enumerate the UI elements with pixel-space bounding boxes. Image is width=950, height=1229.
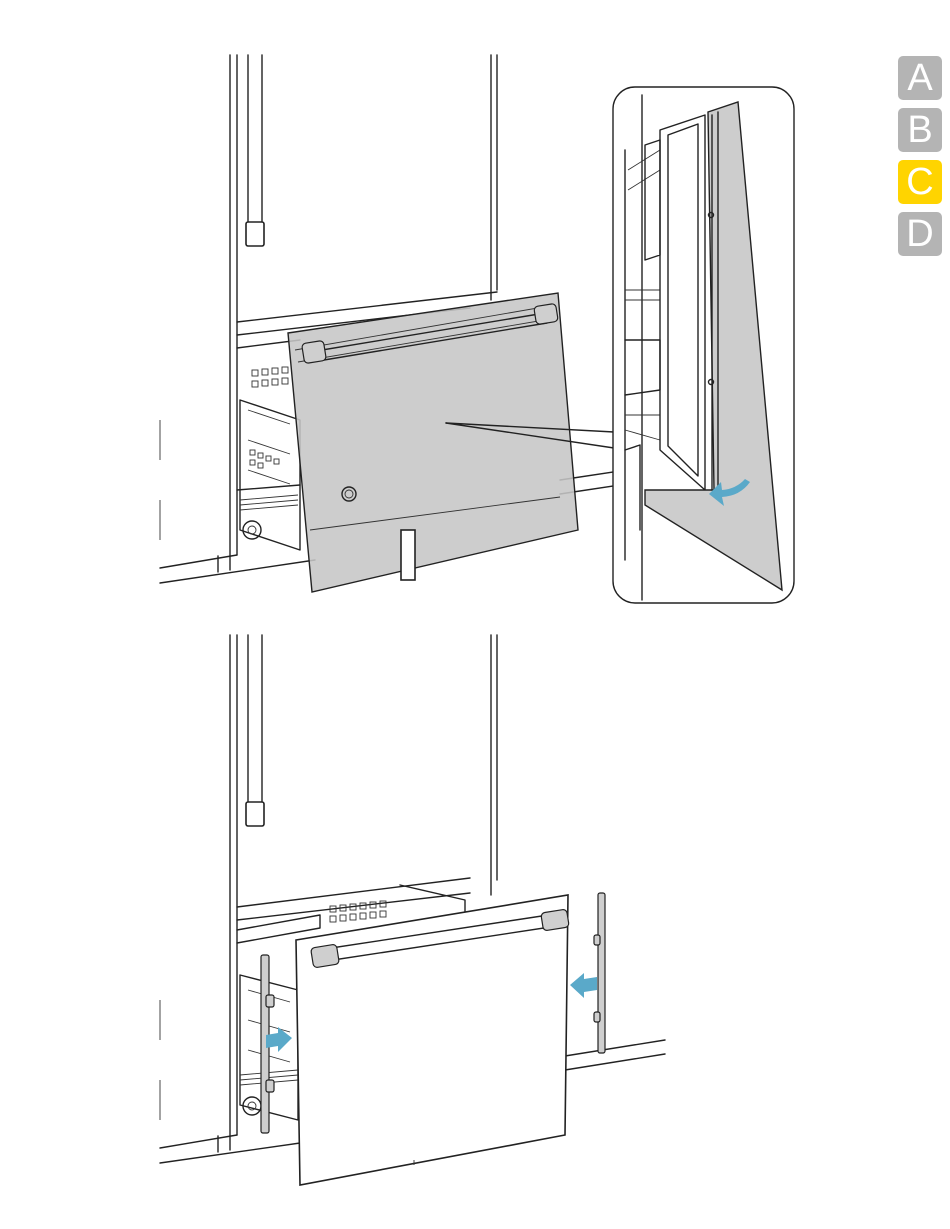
drawer-front-panel: [296, 895, 568, 1185]
top-illustration: [160, 55, 794, 603]
step-tabs: A B C D: [898, 56, 942, 264]
arrow-right-icon: [266, 1027, 292, 1052]
step-tab-a[interactable]: A: [898, 56, 942, 100]
step-tab-c[interactable]: C: [898, 160, 942, 204]
step-tab-b[interactable]: B: [898, 108, 942, 152]
step-tab-label: C: [906, 161, 933, 203]
step-tab-label: D: [906, 213, 933, 255]
arrow-left-icon: [570, 973, 597, 998]
right-side-trim: [598, 893, 605, 1053]
step-tab-d[interactable]: D: [898, 212, 942, 256]
bottom-illustration: [160, 635, 665, 1185]
step-tab-label: A: [907, 57, 932, 99]
step-tab-label: B: [907, 109, 932, 151]
